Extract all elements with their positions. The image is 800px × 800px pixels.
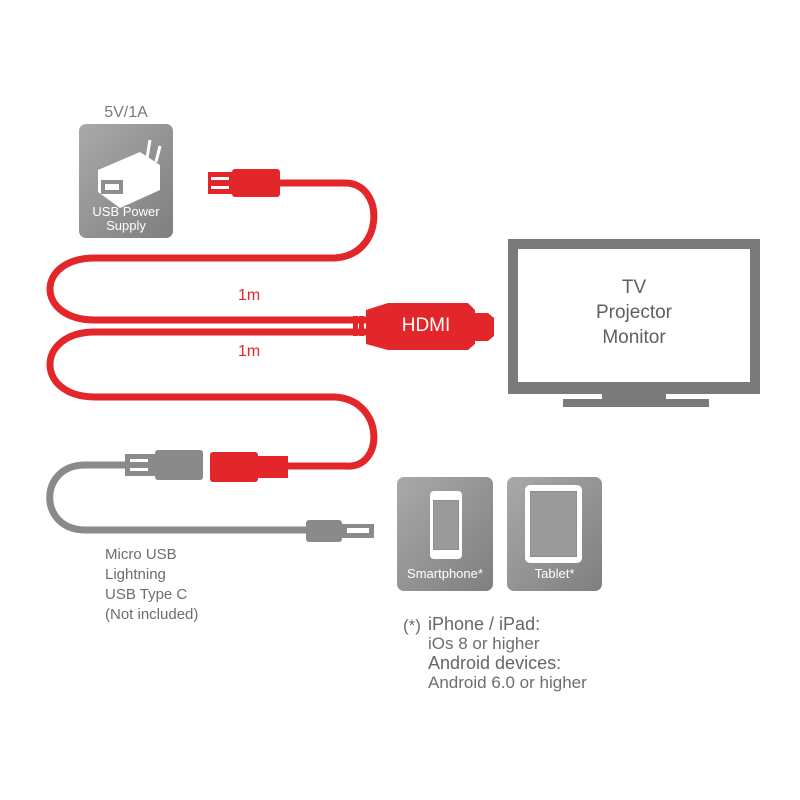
hdmi-label: HDMI xyxy=(401,315,451,336)
connector-not-included: (Not included) xyxy=(105,606,199,623)
cable-length-bottom: 1m xyxy=(238,343,261,360)
power-rating-label: 5V/1A xyxy=(104,104,148,121)
usb-power-connector xyxy=(208,169,280,197)
hdmi-connector-icon xyxy=(353,303,494,350)
tablet-icon xyxy=(507,477,602,591)
usb-male-plug xyxy=(125,450,203,480)
connector-type-usb-c: USB Type C xyxy=(105,586,188,603)
display-label-projector: Projector xyxy=(595,302,673,323)
display-label-tv: TV xyxy=(621,277,647,298)
hdmi-cable-top-segment xyxy=(46,179,378,324)
cable-length-top: 1m xyxy=(238,287,261,304)
footnote-android-heading: Android devices: xyxy=(428,653,562,673)
usb-female-connector xyxy=(210,452,288,482)
display-label-monitor: Monitor xyxy=(602,327,666,348)
power-supply-label-line1: USB Power xyxy=(92,204,160,219)
footnote-ios-requirement: iOs 8 or higher xyxy=(428,634,540,653)
display-monitor-icon xyxy=(508,239,760,407)
power-supply-icon xyxy=(79,124,173,238)
smartphone-label: Smartphone* xyxy=(407,566,483,581)
footnote-ios-heading: iPhone / iPad: xyxy=(428,614,541,634)
footnote-marker: (*) xyxy=(403,616,421,635)
connector-type-micro-usb: Micro USB xyxy=(105,546,177,563)
hdmi-cable-bottom-segment xyxy=(46,328,378,470)
connector-type-lightning: Lightning xyxy=(105,566,166,583)
footnote-android-requirement: Android 6.0 or higher xyxy=(428,673,587,692)
power-supply-label-line2: Supply xyxy=(106,218,146,233)
tablet-label: Tablet* xyxy=(534,566,575,581)
device-cable xyxy=(46,461,374,542)
smartphone-icon xyxy=(397,477,493,591)
